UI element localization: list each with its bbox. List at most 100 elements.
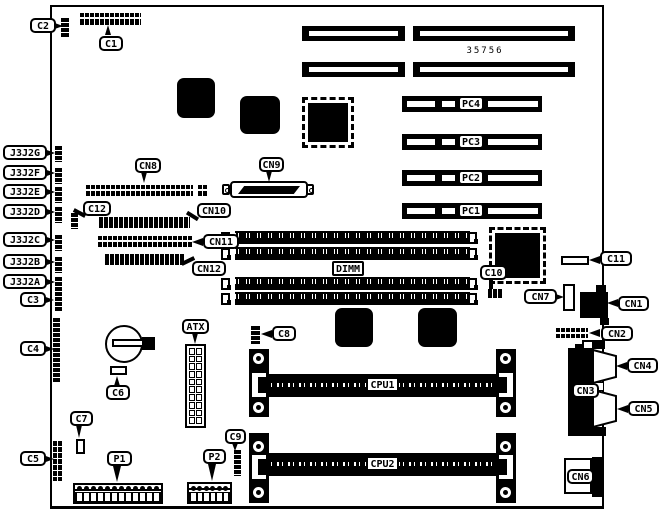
cn6-bracket (592, 457, 604, 497)
io-tab-1 (575, 344, 582, 350)
connector-c5 (53, 441, 62, 481)
dimm-label: DIMM (332, 261, 364, 276)
pci-slot-pc2: PC2 (402, 170, 542, 186)
dimm3-latch-left (221, 278, 231, 290)
connector-cn7 (563, 284, 575, 311)
callout-cn10: CN10 (197, 203, 231, 218)
callout-cn4: CN4 (627, 358, 658, 373)
pci-slot-pc4-label: PC4 (458, 96, 484, 111)
power-connector-p2 (187, 482, 232, 504)
dimm1-latch-right (468, 232, 478, 244)
header-cn12 (104, 254, 185, 265)
callout-j3j2b: J3J2B (3, 254, 47, 269)
isa-slot-3 (302, 62, 405, 77)
leader-c1 (105, 25, 111, 35)
header-cn11 (97, 236, 193, 247)
header-c1 (79, 13, 141, 25)
leader-cn1 (607, 299, 618, 307)
leader-c11 (589, 256, 600, 264)
chip-1 (177, 78, 215, 118)
leader-p1 (113, 466, 121, 482)
callout-cn7: CN7 (524, 289, 557, 304)
callout-c7: C7 (70, 411, 93, 426)
leader-cn9 (266, 171, 272, 182)
battery-clip-end (142, 337, 155, 350)
jumper-j3j2d (55, 207, 62, 223)
header-cn8-end (197, 185, 208, 196)
leader-j3j2a (44, 278, 55, 286)
dsub-cn5 (592, 388, 617, 429)
cpu1-retainer-left (252, 373, 268, 397)
leader-cn11 (192, 238, 203, 246)
leader-j3j2e (44, 188, 55, 196)
callout-atx: ATX (182, 319, 209, 334)
connector-c10 (487, 289, 502, 298)
header-cn10 (98, 217, 190, 228)
atx-power-connector (185, 344, 206, 428)
dimm4-latch-left (221, 293, 231, 305)
dsub-connectors (592, 348, 617, 429)
leader-cn8 (141, 172, 147, 183)
leader-c9 (232, 443, 238, 451)
connector-c12 (71, 213, 78, 229)
jumper-j3j2f (55, 168, 62, 184)
cpu-slot-1: CPU1 (266, 374, 498, 397)
isa-slot-4 (413, 62, 575, 77)
cn1-tab-bottom (600, 318, 609, 325)
leader-c3 (43, 296, 54, 304)
chip-2 (240, 96, 280, 134)
leader-cn7 (553, 293, 564, 301)
cpu1-label: CPU1 (366, 377, 399, 392)
board-number: 35756 (466, 46, 504, 56)
battery-clip (112, 339, 145, 347)
io-tab-4 (593, 427, 606, 436)
connector-cn1 (580, 292, 608, 318)
cpu-slot-2: CPU2 (266, 453, 498, 476)
component-c6 (110, 366, 127, 375)
callout-c2: C2 (30, 18, 56, 33)
connector-cn2 (555, 328, 588, 338)
connector-c9 (234, 450, 241, 476)
callout-j3j2f: J3J2F (3, 165, 47, 180)
callout-j3j2g: J3J2G (3, 145, 47, 160)
jumper-j3j2e (55, 187, 62, 203)
io-tab-3 (594, 340, 605, 349)
callout-p1: P1 (107, 451, 132, 466)
callout-c6: C6 (106, 385, 130, 400)
dimm2-latch-left (221, 248, 231, 260)
leader-c7 (76, 425, 82, 438)
dimm4-latch-right (468, 293, 478, 305)
callout-j3j2a: J3J2A (3, 274, 47, 289)
connector-c8 (251, 326, 260, 344)
cpu2-label: CPU2 (366, 456, 399, 471)
dsub-cn4 (592, 348, 617, 385)
callout-j3j2c: J3J2C (3, 232, 47, 247)
callout-cn8: CN8 (135, 158, 161, 173)
jumper-j3j2c (55, 235, 62, 251)
jumper-j3j2g (55, 146, 62, 162)
callout-cn12: CN12 (192, 261, 226, 276)
leader-cn2 (589, 329, 600, 337)
callout-c5: C5 (20, 451, 46, 466)
chip-4 (418, 308, 457, 347)
pci-slot-pc1: PC1 (402, 203, 542, 219)
cn9-ear-left (222, 184, 230, 195)
dimm-slot-4 (235, 292, 470, 305)
callout-c4: C4 (20, 341, 46, 356)
leader-c5 (43, 455, 54, 463)
connector-cn9 (230, 181, 308, 198)
chip-3 (335, 308, 373, 347)
pci-slot-pc2-label: PC2 (458, 170, 484, 185)
callout-c1: C1 (99, 36, 123, 51)
isa-slot-1 (302, 26, 405, 41)
leader-c4 (43, 345, 54, 353)
leader-c10 (489, 280, 493, 289)
leader-j3j2d (44, 208, 55, 216)
leader-atx (192, 333, 198, 344)
leader-cn4 (616, 362, 627, 370)
callout-p2: P2 (203, 449, 226, 464)
leader-j3j2f (44, 169, 55, 177)
callout-c11: C11 (600, 251, 632, 266)
pci-slot-pc4: PC4 (402, 96, 542, 112)
leader-j3j2b (44, 258, 55, 266)
